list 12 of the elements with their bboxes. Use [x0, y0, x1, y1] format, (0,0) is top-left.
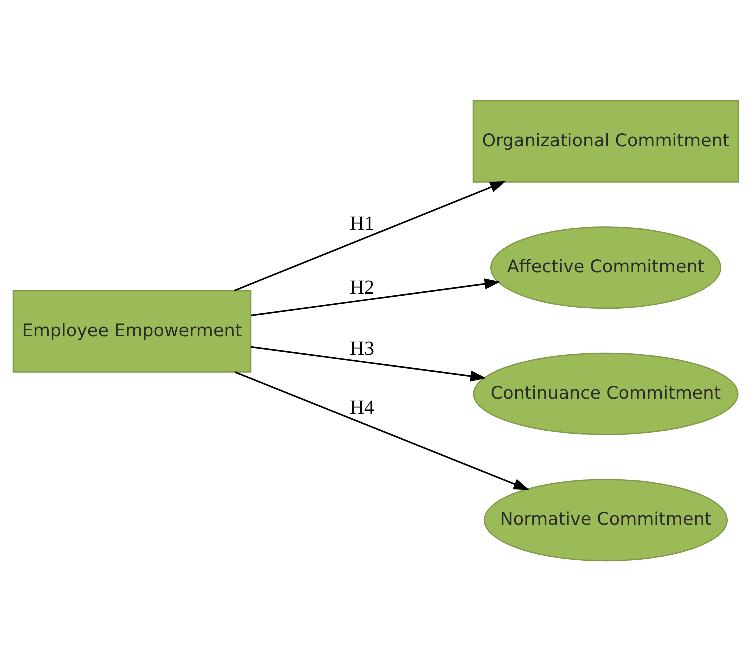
node-box: Employee Empowerment: [12, 290, 252, 372]
arrow: [251, 278, 501, 316]
arrow: [234, 371, 530, 490]
arrow: [251, 346, 486, 382]
edge-label: H2: [350, 276, 374, 298]
edge-label: H1: [350, 212, 374, 235]
edge-label: H3: [350, 338, 374, 360]
node-ellipse: Affective Commitment: [490, 226, 722, 309]
edge-label: H4: [350, 396, 374, 418]
arrow: [234, 180, 506, 292]
node-ellipse: Continuance Commitment: [473, 352, 739, 435]
node-box: Organizational Commitment: [472, 100, 740, 182]
